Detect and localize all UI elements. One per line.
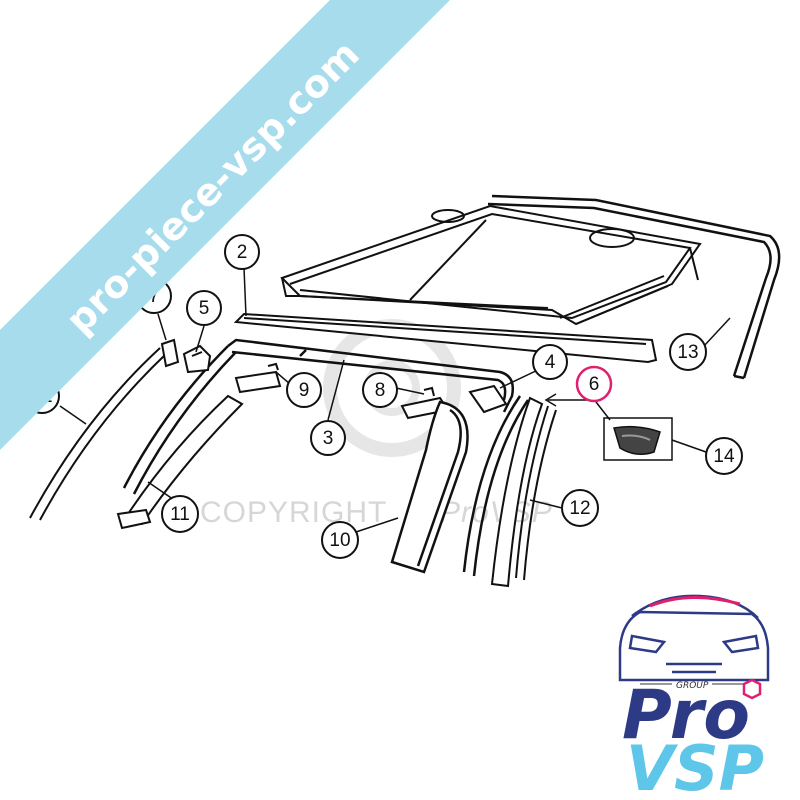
callout-label: 6: [589, 374, 600, 395]
callout-11: 11: [161, 495, 199, 533]
callout-label: 3: [323, 428, 334, 449]
part-6-pillar-trim: [490, 396, 544, 588]
callout-label: 13: [677, 342, 698, 363]
callout-8: 8: [362, 372, 398, 408]
part-14-detail: [603, 417, 673, 461]
callout-label: 7: [149, 286, 160, 307]
logo-pro-text: Pro: [622, 676, 750, 755]
callout-label: 10: [329, 530, 350, 551]
callout-10: 10: [321, 521, 359, 559]
callout-9: 9: [286, 372, 322, 408]
callout-13: 13: [669, 333, 707, 371]
part-6-pillar-seal: [462, 395, 530, 577]
car-icon: [618, 594, 770, 682]
logo-group-text: GROUP: [676, 681, 709, 691]
callout-5: 5: [186, 290, 222, 326]
part-8-bracket: [400, 386, 450, 420]
roof-panel: [280, 204, 702, 326]
part-13-roof-seal: [487, 194, 781, 380]
logo-vsp-text: VSP: [626, 732, 764, 800]
callout-12-right: 12: [561, 489, 599, 527]
callout-label: 12: [569, 498, 590, 519]
provsp-logo: GROUP Pro VSP: [618, 594, 770, 800]
part-11-pillar-seal: [122, 345, 237, 495]
callout-label: 5: [199, 298, 210, 319]
leader-lines: [59, 267, 731, 535]
callout-label: 2: [237, 242, 248, 263]
logo-hexagon-icon: [742, 678, 762, 700]
car-roof-accent-icon: [649, 596, 741, 608]
part-12-left-strip: [29, 347, 167, 521]
callout-label: 4: [545, 352, 556, 373]
part-9-bracket: [234, 362, 282, 394]
callout-6: 6: [575, 365, 613, 403]
callout-4: 4: [532, 344, 568, 380]
watermark-copyright: COPYRIGHT: [200, 496, 387, 529]
part-4-clip: [468, 384, 508, 414]
callout-14: 14: [705, 437, 743, 475]
part-10-rear-pillar-trim: [390, 400, 469, 574]
callout-3: 3: [310, 420, 346, 456]
part-11-pillar-trim: [116, 394, 244, 530]
callout-label: 9: [299, 380, 310, 401]
callout-label: 11: [170, 504, 190, 525]
part-7-clip: [160, 338, 180, 368]
callout-label: 8: [375, 380, 386, 401]
callout-2: 2: [224, 234, 260, 270]
part-12-right-strip: [515, 405, 557, 581]
callout-label: 14: [713, 446, 735, 467]
